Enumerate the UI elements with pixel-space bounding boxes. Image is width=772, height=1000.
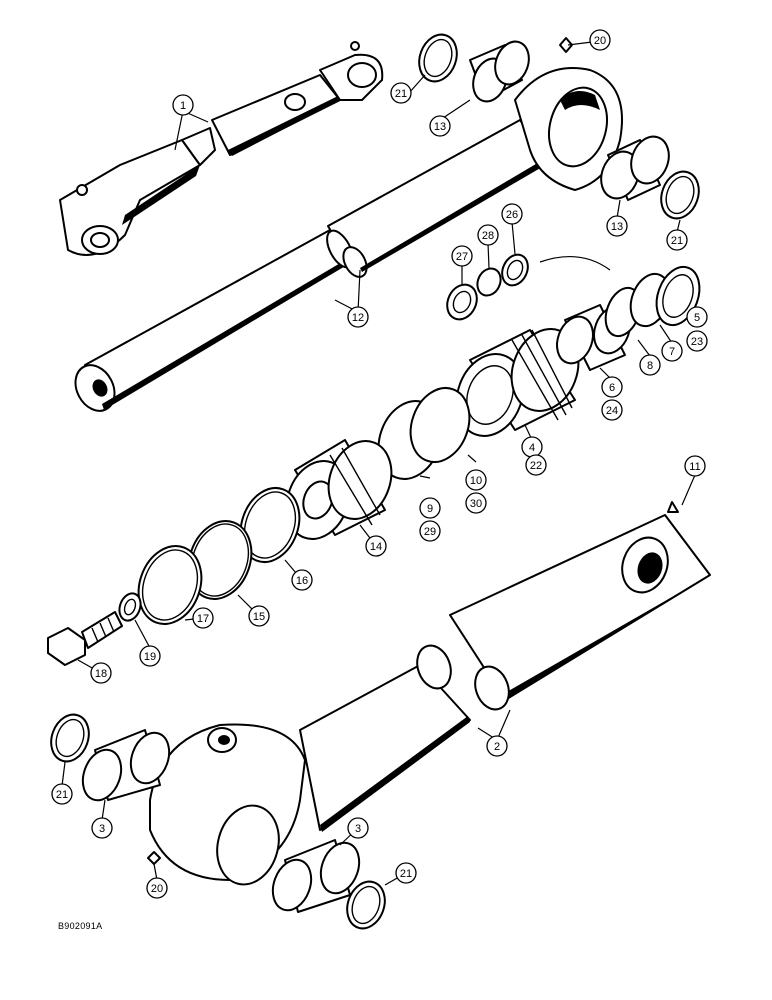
callout: 27 <box>451 245 473 267</box>
svg-text:7: 7 <box>669 346 675 358</box>
rod-seals-26-27-28 <box>446 253 611 321</box>
svg-text:23: 23 <box>691 336 703 348</box>
svg-text:13: 13 <box>434 121 446 133</box>
callout: 19 <box>139 645 161 667</box>
callout: 29 <box>419 520 441 542</box>
svg-text:28: 28 <box>482 230 494 242</box>
callout: 2 <box>486 735 508 757</box>
svg-text:10: 10 <box>470 475 482 487</box>
svg-text:20: 20 <box>594 35 606 47</box>
callout: 23 <box>686 330 708 352</box>
svg-text:5: 5 <box>694 312 700 324</box>
callout-bubbles: 1 20 21 13 13 21 26 28 27 12 5 23 7 8 6 … <box>51 29 708 899</box>
svg-text:8: 8 <box>647 360 653 372</box>
svg-text:12: 12 <box>352 312 364 324</box>
svg-text:21: 21 <box>395 88 407 100</box>
callout: 7 <box>661 340 683 362</box>
rod-end-bushings-top <box>418 33 700 220</box>
svg-text:30: 30 <box>470 498 482 510</box>
svg-text:4: 4 <box>529 442 535 454</box>
svg-text:3: 3 <box>99 823 105 835</box>
assembled-cylinder-thumbnail <box>59 41 384 256</box>
callout: 21 <box>390 82 412 104</box>
callout: 24 <box>601 399 623 421</box>
drawing-number: B902091A <box>58 921 103 931</box>
svg-text:29: 29 <box>424 526 436 538</box>
svg-text:24: 24 <box>606 405 618 417</box>
callout: 26 <box>501 203 523 225</box>
callout: 16 <box>291 569 313 591</box>
callout: 12 <box>347 306 369 328</box>
cylinder-head-assembly <box>455 265 701 437</box>
callout: 4 <box>521 436 543 458</box>
piston-assembly <box>137 439 393 625</box>
callout: 1 <box>172 94 194 116</box>
svg-text:3: 3 <box>355 823 361 835</box>
callout: 30 <box>465 492 487 514</box>
callout: 21 <box>51 783 73 805</box>
callout: 9 <box>419 497 441 519</box>
callout: 3 <box>347 817 369 839</box>
svg-text:21: 21 <box>56 789 68 801</box>
callout: 15 <box>248 605 270 627</box>
cylinder-barrel <box>147 501 711 886</box>
svg-text:20: 20 <box>151 883 163 895</box>
svg-text:22: 22 <box>530 460 542 472</box>
callout: 5 <box>686 306 708 328</box>
callout: 18 <box>90 662 112 684</box>
callout: 13 <box>429 115 451 137</box>
callout: 11 <box>684 455 706 477</box>
svg-text:16: 16 <box>296 575 308 587</box>
piston-rod <box>74 67 623 412</box>
svg-text:19: 19 <box>144 651 156 663</box>
svg-text:13: 13 <box>611 221 623 233</box>
callout: 21 <box>395 862 417 884</box>
callout: 20 <box>589 29 611 51</box>
svg-text:21: 21 <box>400 868 412 880</box>
callout: 13 <box>606 215 628 237</box>
svg-text:9: 9 <box>427 503 433 515</box>
callout: 10 <box>465 469 487 491</box>
callout: 21 <box>666 229 688 251</box>
callout: 20 <box>146 877 168 899</box>
svg-text:27: 27 <box>456 251 468 263</box>
svg-text:1: 1 <box>180 100 186 112</box>
svg-text:21: 21 <box>671 235 683 247</box>
piston-bolt-and-washer <box>47 592 142 666</box>
svg-text:17: 17 <box>197 613 209 625</box>
callout: 28 <box>477 224 499 246</box>
callout: 14 <box>365 535 387 557</box>
callout: 17 <box>192 607 214 629</box>
svg-text:18: 18 <box>95 668 107 680</box>
svg-text:2: 2 <box>494 741 500 753</box>
callout: 8 <box>639 354 661 376</box>
svg-text:14: 14 <box>370 541 382 553</box>
callout: 3 <box>91 817 113 839</box>
svg-text:26: 26 <box>506 209 518 221</box>
svg-text:15: 15 <box>253 611 265 623</box>
svg-text:6: 6 <box>609 382 615 394</box>
callout: 22 <box>525 454 547 476</box>
head-oring-backup-9-10 <box>377 387 471 480</box>
base-end-bushings-bottom <box>50 713 386 930</box>
callout: 6 <box>601 376 623 398</box>
svg-text:11: 11 <box>689 461 700 473</box>
